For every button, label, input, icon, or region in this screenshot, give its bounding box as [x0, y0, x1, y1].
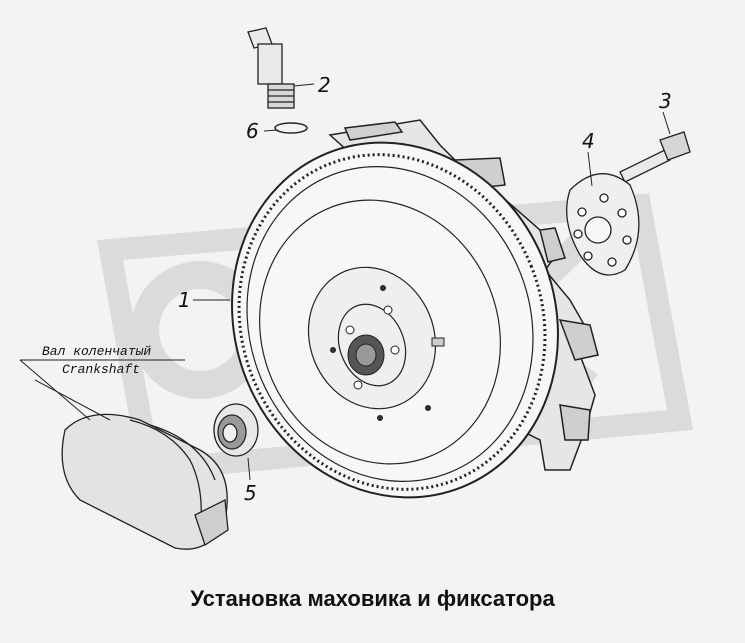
callout-5: 5 [244, 481, 257, 505]
bolt [619, 131, 691, 183]
bearing [213, 403, 259, 457]
crankshaft [61, 413, 229, 550]
callout-4: 4 [582, 129, 595, 153]
crankshaft-label-en: Crankshaft [62, 362, 140, 377]
figure-caption: Установка маховика и фиксатора [190, 586, 555, 611]
flywheel [231, 141, 559, 499]
callout-3: 3 [659, 89, 672, 113]
callout-6: 6 [246, 119, 259, 143]
leader-lines [19, 83, 671, 481]
crankshaft-label-ru: Вал коленчатый [42, 344, 151, 359]
callout-1: 1 [178, 288, 191, 312]
callout-2: 2 [318, 73, 331, 97]
sealing-ring [274, 122, 308, 134]
locator-pin [247, 27, 295, 109]
washer-plate [566, 172, 640, 276]
